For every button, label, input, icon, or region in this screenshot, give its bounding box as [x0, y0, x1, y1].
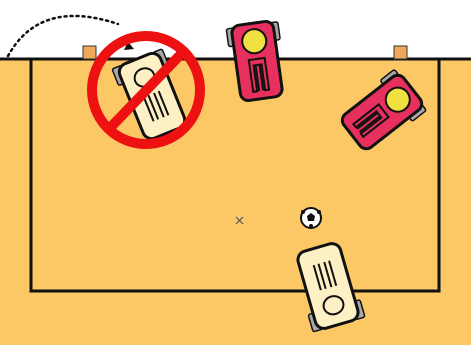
right-post — [394, 46, 407, 59]
left-post — [83, 46, 96, 59]
dotted-arc-arrow-icon — [8, 16, 118, 56]
soccer-ball-icon — [301, 208, 321, 228]
